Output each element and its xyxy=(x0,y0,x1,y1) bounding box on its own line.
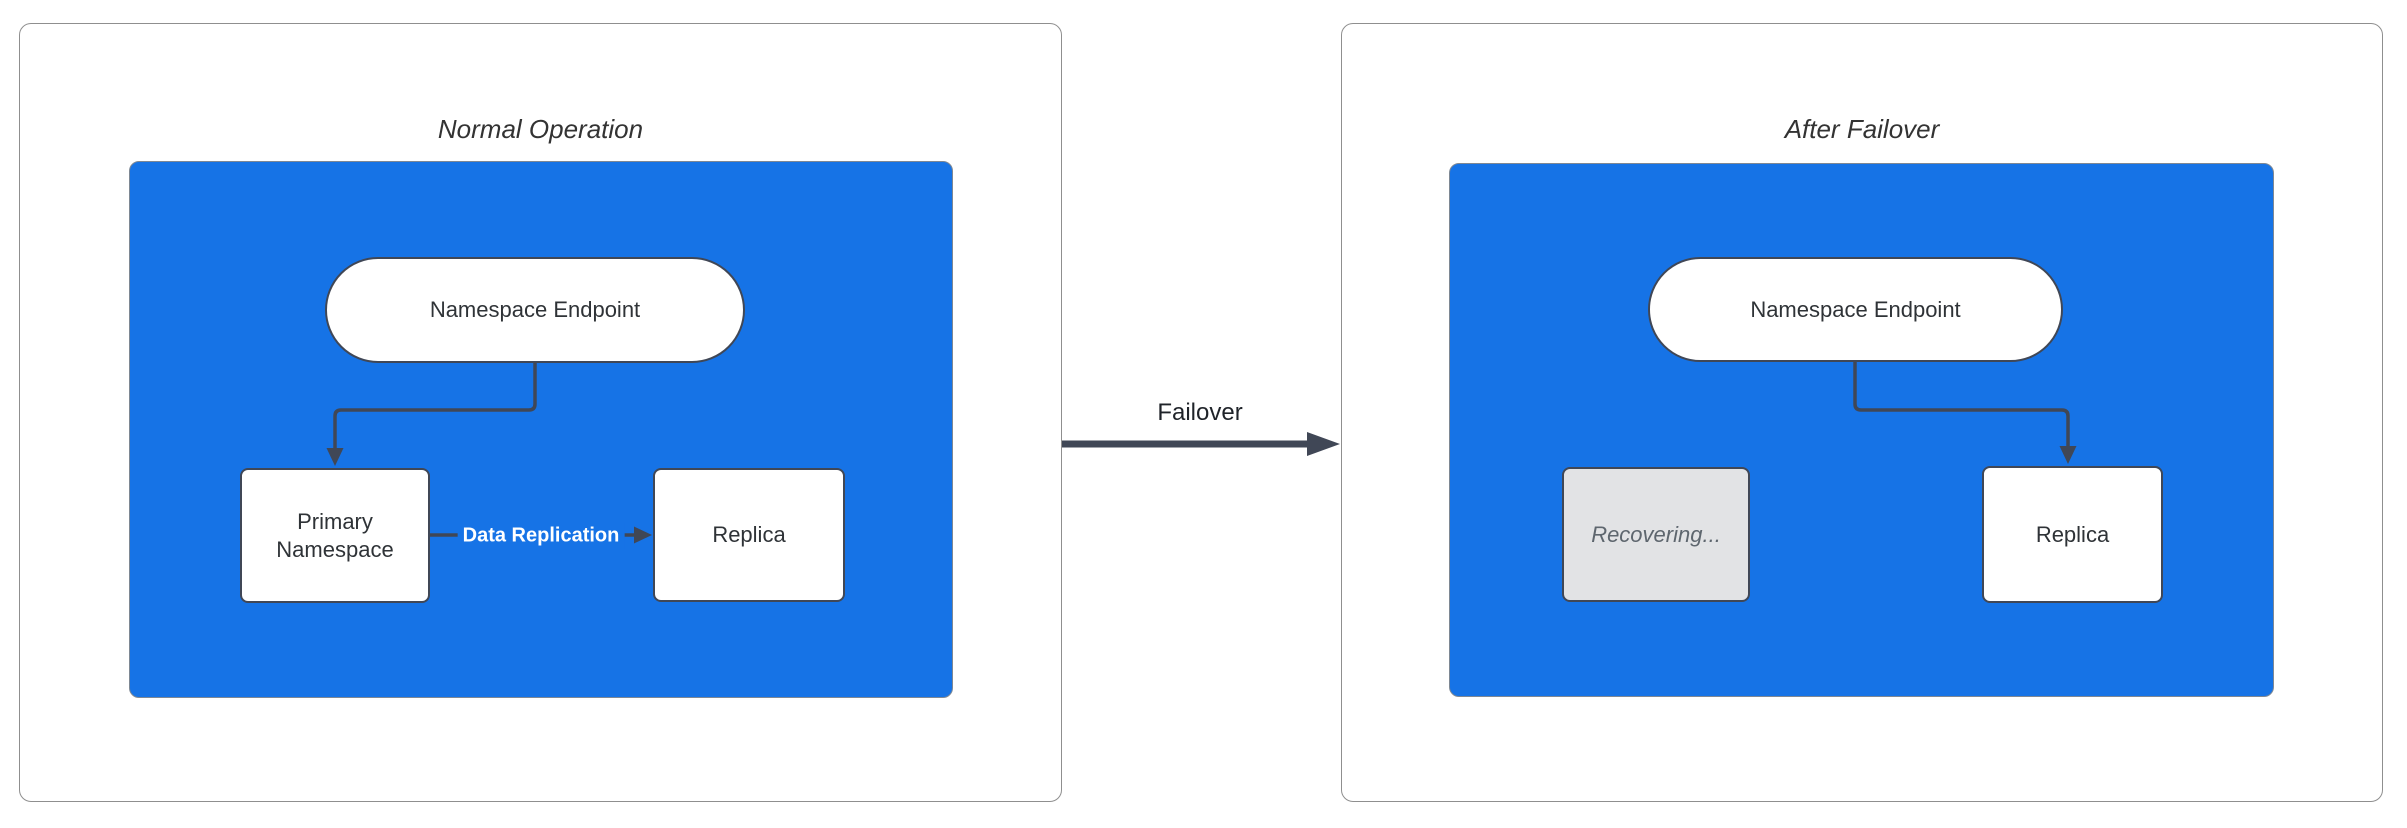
node-namespace-endpoint-failover: Namespace Endpoint xyxy=(1648,257,2063,362)
edge-label-data-replication: Data Replication xyxy=(457,522,625,550)
node-label: Namespace Endpoint xyxy=(429,297,641,323)
failover-arrowhead xyxy=(1307,432,1340,456)
node-recovering: Recovering... xyxy=(1562,467,1750,602)
node-label: Recovering... xyxy=(1591,521,1721,547)
panel-title-normal-operation: Normal Operation xyxy=(437,114,644,144)
failover-label: Failover xyxy=(1157,399,1243,426)
node-label: Replica xyxy=(2035,521,2110,547)
node-label: Namespace Endpoint xyxy=(1750,296,1961,322)
node-replica-normal: Replica xyxy=(653,468,845,602)
node-namespace-endpoint-normal: Namespace Endpoint xyxy=(325,257,745,363)
cluster-normal xyxy=(129,161,953,698)
cluster-failover xyxy=(1449,163,2274,697)
node-label: Primary Namespace xyxy=(276,509,394,562)
node-label: Replica xyxy=(712,522,786,548)
node-primary-namespace: Primary Namespace xyxy=(240,468,430,603)
node-replica-failover: Replica xyxy=(1982,466,2163,603)
panel-title-after-failover: After Failover xyxy=(1784,114,1940,144)
